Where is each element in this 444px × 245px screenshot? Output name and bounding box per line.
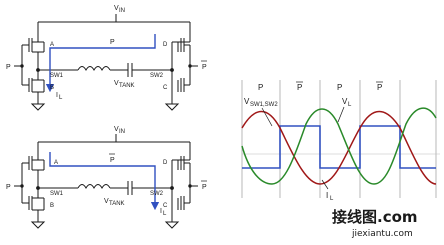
bottom-vin-label: V bbox=[114, 126, 119, 133]
bottom-il-sub: L bbox=[163, 211, 167, 217]
bottom-phase-label: P bbox=[110, 157, 115, 164]
bottom-vtank-label: V bbox=[104, 198, 109, 205]
bottom-circuit bbox=[14, 134, 198, 229]
bottom-il-label: I bbox=[160, 208, 162, 215]
top-current-path bbox=[45, 34, 156, 93]
wf-phase-1: P bbox=[258, 83, 263, 92]
vl-sine-wave bbox=[241, 110, 437, 185]
bottom-vin-sub: IN bbox=[119, 129, 125, 135]
top-switch-a: A bbox=[50, 42, 54, 48]
top-switch-d: D bbox=[163, 42, 168, 48]
bottom-switch-b: B bbox=[50, 203, 54, 209]
figure-svg: V IN P P P A B C D SW1 SW2 I L V TANK bbox=[6, 5, 440, 239]
wf-vsw-label: V bbox=[244, 97, 250, 106]
wf-vsw-leader bbox=[261, 107, 273, 127]
wf-phase-2: P bbox=[297, 83, 302, 92]
top-switch-b: B bbox=[50, 85, 54, 91]
vsw-square-wave bbox=[242, 125, 436, 169]
wf-phase-4: P bbox=[377, 83, 382, 92]
top-il-sub: L bbox=[59, 95, 63, 101]
bottom-switch-a: A bbox=[54, 160, 58, 166]
wf-vl-leader bbox=[337, 106, 345, 123]
top-circuit bbox=[14, 14, 198, 111]
top-vtank-label: V bbox=[114, 80, 119, 87]
figure: V IN P P P A B C D SW1 SW2 I L V TANK bbox=[6, 5, 440, 239]
watermark: 接线图.com jiexiantu.com bbox=[332, 208, 418, 239]
top-sw2-label: SW2 bbox=[150, 73, 164, 79]
top-phase-label: P bbox=[110, 39, 115, 46]
top-vin-label: V bbox=[114, 5, 119, 12]
bottom-left-input: P bbox=[6, 184, 11, 191]
top-vtank-sub: TANK bbox=[119, 83, 135, 89]
watermark-text: 接线图.com bbox=[332, 208, 418, 226]
waveform-panel: P P P P V SW1,SW2 V L I L bbox=[241, 80, 440, 202]
wf-vsw-sub: SW1,SW2 bbox=[250, 102, 278, 108]
bottom-right-input: P bbox=[202, 184, 207, 191]
wf-il-label: I bbox=[326, 191, 328, 200]
wf-il-sub: L bbox=[330, 196, 334, 202]
il-sine-wave bbox=[241, 107, 437, 185]
bottom-current-path bbox=[49, 152, 160, 211]
top-right-input: P bbox=[202, 64, 207, 71]
wf-il-leader bbox=[321, 179, 329, 190]
bottom-switch-c: C bbox=[163, 203, 168, 209]
watermark-url: jiexiantu.com bbox=[351, 229, 413, 239]
wf-vl-sub: L bbox=[348, 102, 352, 108]
wf-vl-label: V bbox=[342, 97, 348, 106]
top-il-label: I bbox=[56, 92, 58, 99]
top-left-input: P bbox=[6, 64, 11, 71]
bottom-labels: V IN P P P A B C D SW1 SW2 I L V TANK bbox=[6, 126, 207, 217]
bottom-vtank-sub: TANK bbox=[109, 201, 125, 207]
waveform-gridlines bbox=[241, 80, 440, 198]
bottom-switch-d: D bbox=[163, 160, 168, 166]
top-labels: V IN P P P A B C D SW1 SW2 I L V TANK bbox=[6, 5, 207, 101]
top-sw1-label: SW1 bbox=[50, 73, 64, 79]
wf-phase-3: P bbox=[337, 83, 342, 92]
bottom-sw2-label: SW2 bbox=[150, 191, 164, 197]
top-vin-sub: IN bbox=[119, 8, 125, 14]
top-switch-c: C bbox=[163, 85, 168, 91]
bottom-sw1-label: SW1 bbox=[50, 191, 64, 197]
